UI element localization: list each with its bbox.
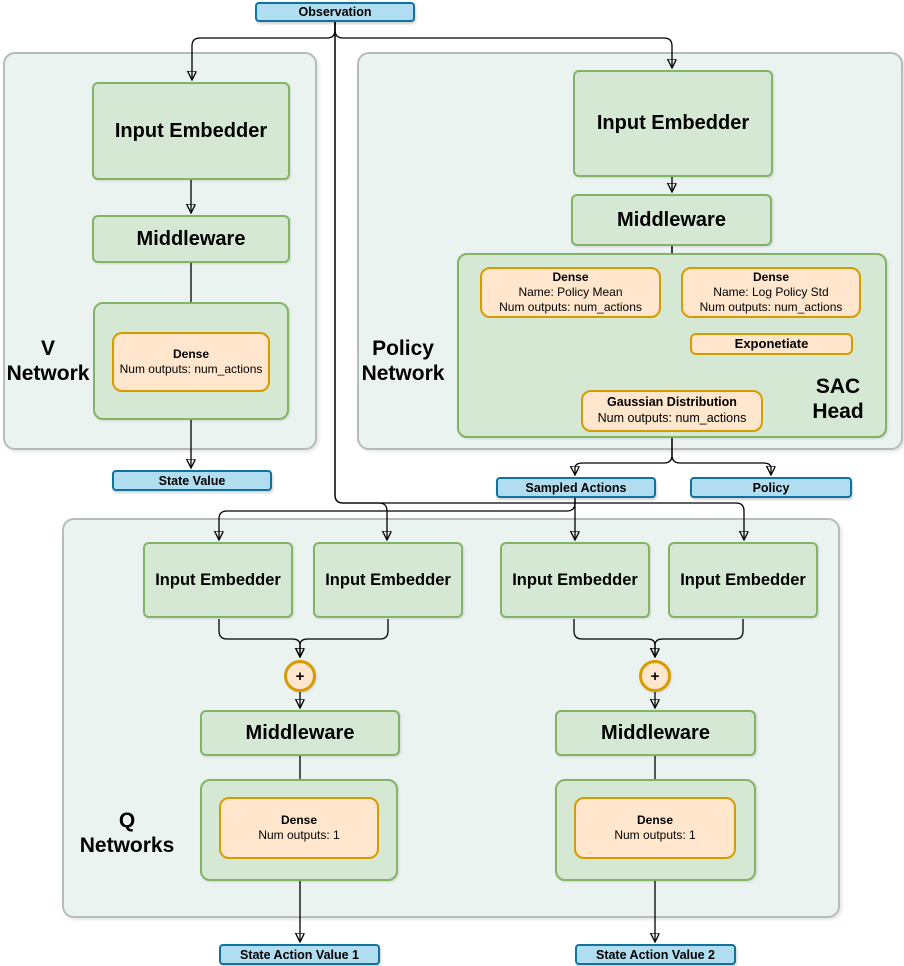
q2-input-embedder-action-node: Input Embedder [668,542,818,618]
q2-plus-label: + [650,667,660,685]
observation-label: Observation [298,5,372,19]
q1-dense-node: Dense Num outputs: 1 [219,797,379,859]
dense-policy-mean-node: Dense Name: Policy Mean Num outputs: num… [480,267,661,318]
q1-middleware-node: Middleware [200,710,400,756]
q1-input-embedder-action-label: Input Embedder [325,570,451,589]
q1-plus-label: + [295,667,305,685]
q1-input-embedder-obs-label: Input Embedder [155,570,281,589]
observation-node: Observation [255,2,415,22]
gaussian-distribution-node: Gaussian Distribution Num outputs: num_a… [581,390,763,432]
state-action-value-2-label: State Action Value 2 [595,947,716,962]
dense-log-policy-std-outputs: Num outputs: num_actions [699,300,843,314]
v-middleware-node: Middleware [92,215,290,263]
state-value-label: State Value [158,473,226,488]
state-action-value-1-node: State Action Value 1 [219,944,380,965]
q2-input-embedder-obs-node: Input Embedder [500,542,650,618]
dense-policy-mean-title: Dense [552,270,589,284]
q2-dense-title: Dense [636,813,674,827]
dense-policy-mean-outputs: Num outputs: num_actions [499,300,642,314]
dense-log-policy-std-title: Dense [752,270,790,284]
q2-middleware-node: Middleware [555,710,756,756]
state-action-value-1-label: State Action Value 1 [239,947,360,962]
q2-dense-outputs: Num outputs: 1 [614,828,696,842]
policy-network-title: Policy Network [361,337,445,386]
policy-middleware-label: Middleware [617,208,726,231]
sampled-actions-label: Sampled Actions [525,480,627,495]
q-networks-title: Q Networks [79,809,175,858]
exponentiate-node: Exponetiate [690,333,853,355]
exponentiate-label: Exponetiate [734,335,809,351]
v-dense-outputs: Num outputs: num_actions [119,362,263,376]
q2-middleware-label: Middleware [601,721,710,744]
dense-log-policy-std-node: Dense Name: Log Policy Std Num outputs: … [681,267,861,318]
dense-log-policy-std-name: Name: Log Policy Std [713,285,829,299]
q1-plus-icon: + [284,660,316,692]
v-middleware-label: Middleware [136,227,246,250]
sac-head-title: SAC Head [812,375,864,424]
gaussian-title: Gaussian Distribution [607,395,737,410]
q2-plus-icon: + [639,660,671,692]
v-network-title: V Network [6,337,90,386]
gaussian-outputs: Num outputs: num_actions [597,411,747,425]
q1-input-embedder-action-node: Input Embedder [313,542,463,618]
q1-middleware-label: Middleware [245,721,355,744]
v-dense-node: Dense Num outputs: num_actions [112,332,270,392]
dense-policy-mean-name: Name: Policy Mean [518,285,623,299]
v-input-embedder-label: Input Embedder [114,119,268,142]
q2-dense-node: Dense Num outputs: 1 [574,797,736,859]
q1-dense-title: Dense [280,813,318,827]
q2-input-embedder-obs-label: Input Embedder [512,570,638,589]
state-value-node: State Value [112,470,272,491]
policy-input-embedder-node: Input Embedder [573,70,773,177]
q2-input-embedder-action-label: Input Embedder [680,570,806,589]
v-dense-title: Dense [172,347,210,361]
sampled-actions-node: Sampled Actions [496,477,656,498]
q1-input-embedder-obs-node: Input Embedder [143,542,293,618]
policy-input-embedder-label: Input Embedder [596,112,750,134]
policy-output-node: Policy [690,477,852,498]
policy-middleware-node: Middleware [571,194,772,246]
v-input-embedder-node: Input Embedder [92,82,290,180]
state-action-value-2-node: State Action Value 2 [575,944,736,965]
q1-dense-outputs: Num outputs: 1 [258,828,340,842]
policy-output-label: Policy [752,480,790,495]
